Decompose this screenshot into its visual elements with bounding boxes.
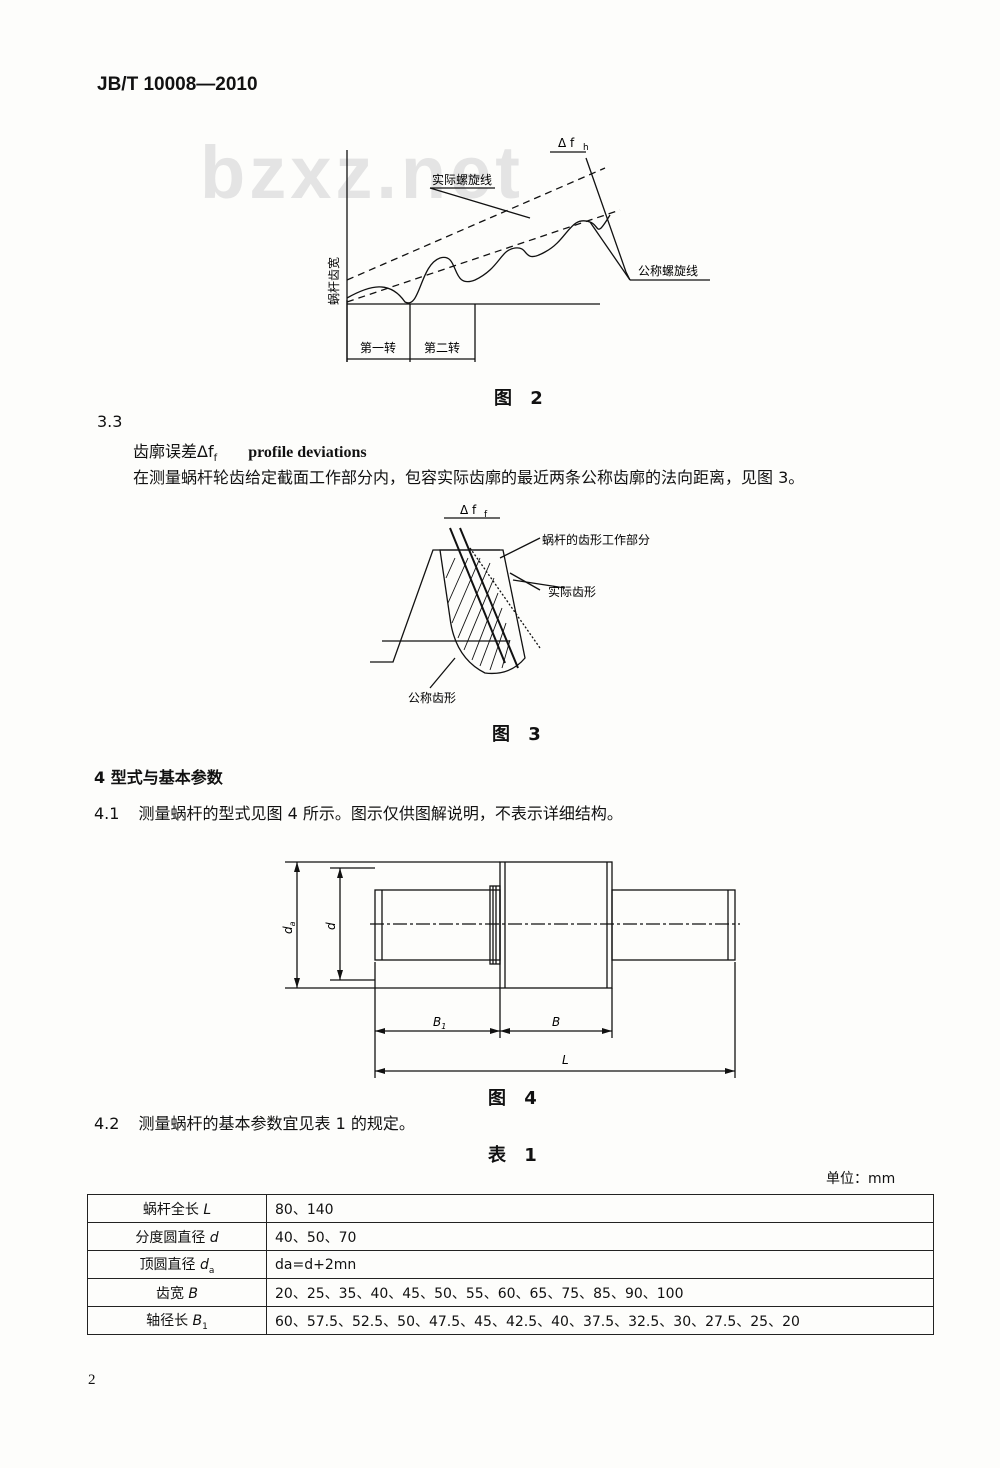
row-label: 蜗杆全长 L bbox=[87, 1194, 267, 1223]
section-4-1-number: 4.1 bbox=[94, 804, 120, 823]
figure-3-caption: 图 3 bbox=[492, 724, 547, 745]
section-4-2: 4.2 测量蜗杆的基本参数宜见表 1 的规定。 bbox=[94, 1114, 415, 1135]
section-3-3-definition: 在测量蜗杆轮齿给定截面工作部分内，包容实际齿廓的最近两条公称齿廓的法向距离，见图… bbox=[133, 468, 805, 487]
row-label-text: 顶圆直径 bbox=[139, 1256, 196, 1273]
section-4-title: 4 型式与基本参数 bbox=[94, 768, 223, 787]
fig2-turn2: 第二转 bbox=[424, 340, 460, 355]
fig4-l-label: L bbox=[562, 1053, 569, 1067]
table-unit: 单位：mm bbox=[826, 1171, 896, 1187]
fig4-b1-sub: 1 bbox=[441, 1022, 446, 1031]
fig2-actual-label: 实际螺旋线 bbox=[432, 172, 492, 187]
section-4-2-number: 4.2 bbox=[94, 1114, 120, 1133]
row-value: 20、25、35、40、45、50、55、60、65、75、85、90、100 bbox=[266, 1278, 934, 1307]
section-4-1: 4.1 测量蜗杆的型式见图 4 所示。图示仅供图解说明，不表示详细结构。 bbox=[94, 804, 623, 825]
page-number: 2 bbox=[88, 1372, 96, 1388]
table-row: 轴径长 B1 60、57.5、52.5、50、47.5、45、42.5、40、3… bbox=[87, 1306, 934, 1335]
row-value: da=d+2mn bbox=[266, 1250, 934, 1279]
fig4-da-label: da bbox=[281, 921, 297, 934]
row-symbol-sub: 1 bbox=[202, 1321, 208, 1332]
section-4-1-text: 测量蜗杆的型式见图 4 所示。图示仅供图解说明，不表示详细结构。 bbox=[138, 804, 623, 823]
row-symbol: L bbox=[203, 1201, 212, 1218]
fig3-delta-sub: f bbox=[484, 510, 488, 520]
term-en: profile deviations bbox=[248, 444, 367, 461]
fig4-b1-label: B1 bbox=[433, 1015, 446, 1031]
fig2-nominal-label: 公称螺旋线 bbox=[638, 264, 698, 278]
row-label-text: 分度圆直径 bbox=[135, 1229, 206, 1246]
section-3-3-term: 齿廓误差Δff profile deviations bbox=[133, 442, 367, 465]
table-row: 分度圆直径 d 40、50、70 bbox=[87, 1222, 934, 1251]
table-1-caption: 表 1 bbox=[488, 1145, 543, 1166]
row-label-text: 轴径长 bbox=[146, 1312, 189, 1329]
fig4-b-label: B bbox=[552, 1015, 560, 1029]
fig4-d-label: d bbox=[324, 922, 338, 930]
figure-3: Δ f f 蜗杆的齿形工作部分 实际齿形 公称齿形 bbox=[370, 503, 650, 705]
row-value: 80、140 bbox=[266, 1194, 934, 1223]
term-sub: f bbox=[213, 453, 218, 465]
fig2-delta-sub: h bbox=[583, 143, 589, 153]
row-symbol: B bbox=[192, 1312, 203, 1329]
figure-2-caption: 图 2 bbox=[494, 388, 549, 409]
fig2-delta-label: Δ f bbox=[558, 136, 575, 150]
row-label-text: 齿宽 bbox=[155, 1285, 184, 1302]
parameter-table: 蜗杆全长 L 80、140 分度圆直径 d 40、50、70 顶圆直径 da d… bbox=[87, 1194, 934, 1335]
section-4-2-text: 测量蜗杆的基本参数宜见表 1 的规定。 bbox=[138, 1114, 415, 1133]
row-symbol: B bbox=[188, 1285, 199, 1302]
figure-4: da d B1 B L bbox=[281, 861, 740, 1078]
row-value: 40、50、70 bbox=[266, 1222, 934, 1251]
fig2-turn1: 第一转 bbox=[360, 340, 396, 355]
fig4-b1-symbol: B bbox=[433, 1015, 441, 1029]
table-row: 顶圆直径 da da=d+2mn bbox=[87, 1250, 934, 1279]
term-zh: 齿廓误差Δf bbox=[133, 442, 214, 461]
fig3-working-label: 蜗杆的齿形工作部分 bbox=[542, 532, 650, 547]
fig2-y-label: 蜗杆齿宽 bbox=[326, 257, 341, 305]
row-value: 60、57.5、52.5、50、47.5、45、42.5、40、37.5、32.… bbox=[266, 1306, 934, 1335]
row-label: 分度圆直径 d bbox=[87, 1222, 267, 1251]
fig4-da-sub: a bbox=[288, 921, 297, 926]
row-label: 顶圆直径 da bbox=[87, 1250, 267, 1279]
row-symbol: d bbox=[200, 1256, 209, 1273]
fig4-da-symbol: d bbox=[281, 926, 295, 934]
row-symbol-sub: a bbox=[208, 1265, 215, 1276]
row-label-text: 蜗杆全长 bbox=[142, 1201, 199, 1218]
fig3-nominal-label: 公称齿形 bbox=[408, 691, 456, 705]
table-row: 蜗杆全长 L 80、140 bbox=[87, 1194, 934, 1223]
row-label: 齿宽 B bbox=[87, 1278, 267, 1307]
row-label: 轴径长 B1 bbox=[87, 1306, 267, 1335]
fig3-delta-label: Δ f bbox=[460, 503, 477, 517]
standard-header: JB/T 10008—2010 bbox=[97, 74, 258, 95]
table-row: 齿宽 B 20、25、35、40、45、50、55、60、65、75、85、90… bbox=[87, 1278, 934, 1307]
fig3-actual-label: 实际齿形 bbox=[548, 584, 596, 599]
section-3-3-number: 3.3 bbox=[97, 412, 123, 431]
row-symbol: d bbox=[209, 1229, 219, 1246]
watermark: bzxz.net bbox=[200, 131, 524, 214]
figure-4-caption: 图 4 bbox=[488, 1088, 543, 1109]
figure-2: Δ f h 实际螺旋线 公称螺旋线 蜗杆齿宽 第一转 第二转 bbox=[326, 136, 710, 362]
